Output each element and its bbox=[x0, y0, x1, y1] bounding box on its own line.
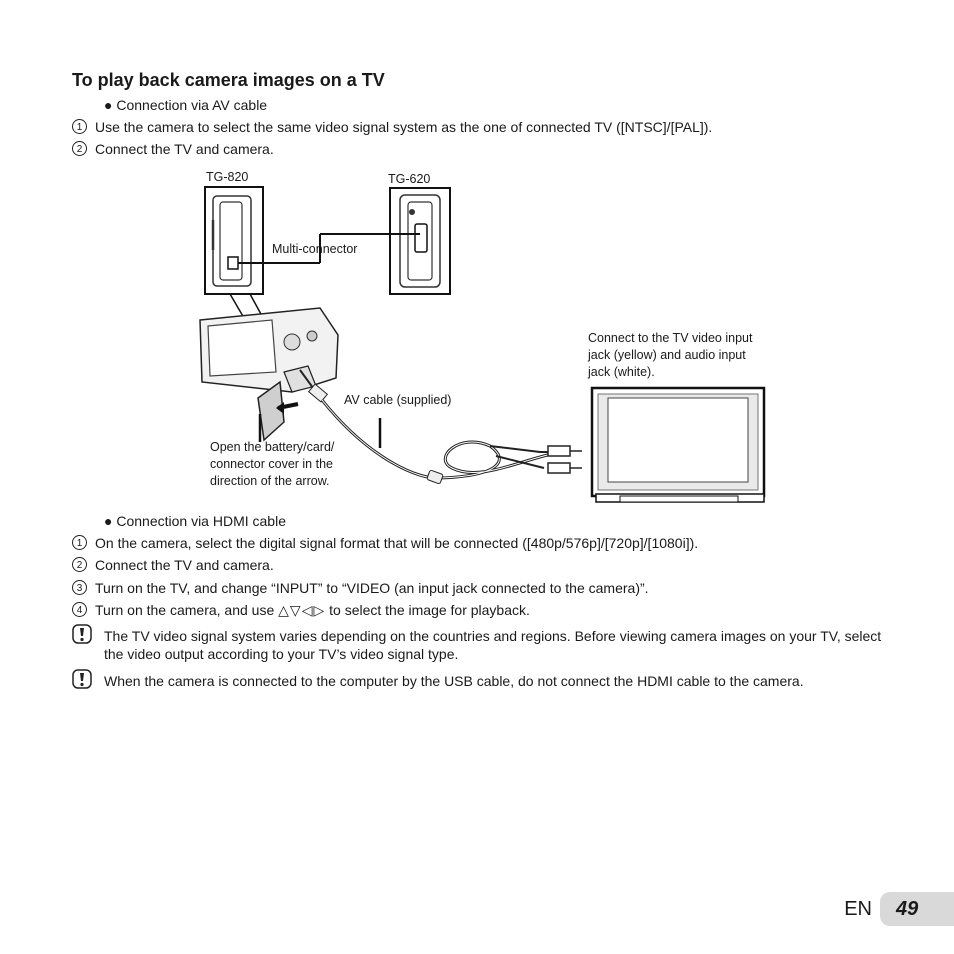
cover-note-line: Open the battery/card/ bbox=[210, 440, 335, 454]
cover-note-line: connector cover in the bbox=[210, 457, 333, 471]
hdmi-step-2: Connect the TV and camera. bbox=[95, 557, 274, 573]
tg620-inset bbox=[389, 187, 451, 295]
step-number: 4 bbox=[72, 602, 87, 617]
direction-arrows-icon: △▽◁▷ bbox=[278, 603, 326, 619]
hdmi-step-4: Turn on the camera, and use △▽◁▷ to sele… bbox=[95, 601, 530, 620]
caution-icon bbox=[72, 669, 92, 689]
language-label: EN bbox=[844, 898, 872, 920]
connection-diagram bbox=[199, 186, 766, 503]
page-number: 49 bbox=[880, 892, 954, 926]
tv-note-line: jack (white). bbox=[588, 365, 655, 379]
av-cable bbox=[320, 399, 561, 480]
hdmi-step-4-after: to select the image for playback. bbox=[329, 602, 530, 618]
av-step-2: Connect the TV and camera. bbox=[95, 141, 274, 157]
rca-plugs bbox=[547, 445, 582, 474]
hdmi-step-3: Turn on the TV, and change “INPUT” to “V… bbox=[95, 580, 649, 596]
step-number: 1 bbox=[72, 119, 87, 134]
step-number: 1 bbox=[72, 535, 87, 550]
battery-cover bbox=[257, 380, 285, 442]
label-cover-note: Open the battery/card/ connector cover i… bbox=[210, 439, 334, 490]
step-number: 2 bbox=[72, 557, 87, 572]
av-step-1: Use the camera to select the same video … bbox=[95, 119, 713, 135]
caution-note-1: The TV video signal system varies depend… bbox=[104, 628, 882, 662]
cover-note-line: direction of the arrow. bbox=[210, 474, 330, 488]
label-multi-connector: Multi-connector bbox=[272, 242, 358, 256]
multi-connector-leader bbox=[238, 233, 420, 264]
label-tv-note: Connect to the TV video input jack (yell… bbox=[588, 330, 752, 381]
hdmi-step-1: On the camera, select the digital signal… bbox=[95, 535, 699, 551]
step-number: 3 bbox=[72, 580, 87, 595]
tg820-inset bbox=[204, 186, 264, 295]
caution-note-2: When the camera is connected to the comp… bbox=[104, 673, 804, 689]
av-cable-plug bbox=[299, 369, 329, 403]
bullet-av-label: Connection via AV cable bbox=[116, 97, 268, 113]
label-tg820: TG-820 bbox=[206, 170, 249, 184]
section-heading: To play back camera images on a TV bbox=[72, 70, 385, 90]
tv-set bbox=[590, 386, 766, 503]
bullet-hdmi-cable: ● Connection via HDMI cable bbox=[104, 513, 286, 529]
bullet-hdmi-label: Connection via HDMI cable bbox=[116, 513, 286, 529]
label-av-cable: AV cable (supplied) bbox=[344, 393, 452, 407]
camera-body bbox=[199, 307, 339, 393]
hdmi-step-4-before: Turn on the camera, and use bbox=[95, 602, 275, 618]
tv-note-line: jack (yellow) and audio input bbox=[588, 348, 746, 362]
bullet-av-cable: ● Connection via AV cable bbox=[104, 97, 268, 113]
label-tg620: TG-620 bbox=[388, 172, 431, 186]
caution-icon bbox=[72, 624, 92, 644]
tv-note-line: Connect to the TV video input bbox=[588, 331, 753, 345]
step-number: 2 bbox=[72, 141, 87, 156]
